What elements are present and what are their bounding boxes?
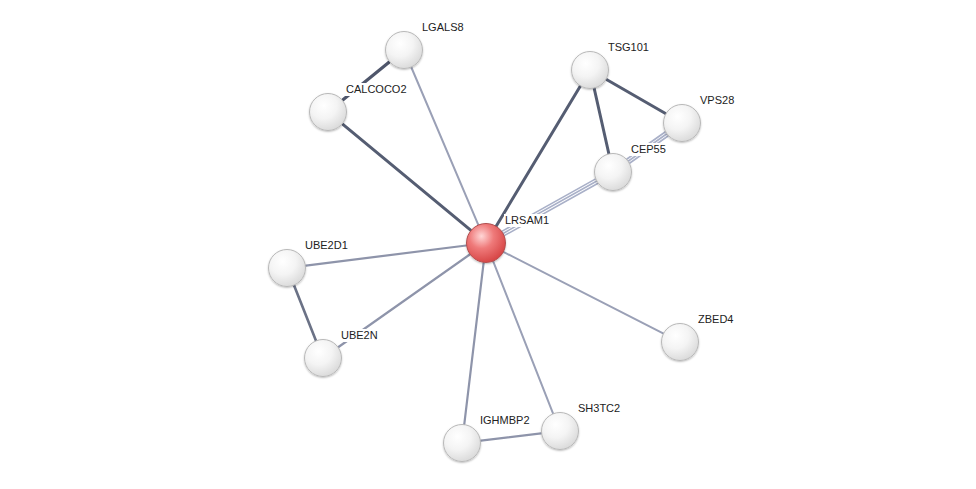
node-circle: [661, 323, 699, 361]
edge-line: [294, 286, 316, 341]
protein-node: SH3TC2: [541, 412, 579, 450]
node-label: UBE2D1: [304, 239, 349, 252]
interaction-edge: [481, 433, 541, 440]
node-circle: [304, 339, 342, 377]
node-circle: [385, 31, 423, 69]
protein-node: UBE2N: [304, 339, 342, 377]
node-label: VPS28: [699, 94, 735, 107]
node-label: CEP55: [630, 143, 667, 156]
protein-node: IGHMBP2: [443, 424, 481, 462]
interaction-edge: [607, 80, 666, 114]
edge-line: [502, 179, 595, 231]
protein-node: CALCOCO2: [309, 93, 347, 131]
interaction-edge: [496, 86, 580, 226]
protein-node: TSG101: [571, 51, 609, 89]
node-label: CALCOCO2: [345, 83, 408, 96]
interaction-edge: [343, 124, 471, 230]
edge-line: [339, 255, 470, 348]
interaction-edge: [504, 252, 663, 333]
edge-line: [343, 124, 471, 230]
node-label: LGALS8: [421, 21, 465, 34]
node-circle: [594, 153, 632, 191]
edge-line: [505, 184, 598, 236]
node-label: UBE2N: [340, 329, 379, 342]
node-circle: [268, 249, 306, 287]
node-label: LRSAM1: [504, 214, 550, 227]
edge-line: [629, 134, 667, 161]
interaction-edge: [493, 262, 553, 414]
protein-node: LRSAM1: [466, 223, 506, 263]
protein-node: UBE2D1: [268, 249, 306, 287]
protein-node: VPS28: [663, 104, 701, 142]
edge-line: [630, 136, 668, 163]
edge-line: [411, 68, 478, 225]
edge-line: [464, 263, 483, 424]
interaction-edge: [627, 132, 668, 163]
edge-line: [481, 433, 541, 440]
interaction-edge: [339, 255, 470, 348]
edge-line: [504, 252, 663, 333]
interaction-edge: [594, 89, 609, 154]
interaction-edge: [411, 68, 478, 225]
node-circle: [541, 412, 579, 450]
edge-line: [607, 80, 666, 114]
edge-line: [496, 86, 580, 226]
interaction-edge: [502, 179, 597, 235]
edge-line: [493, 262, 553, 414]
protein-node: LGALS8: [385, 31, 423, 69]
protein-node: ZBED4: [661, 323, 699, 361]
node-circle: [443, 424, 481, 462]
edge-line: [504, 181, 597, 233]
edge-line: [594, 89, 609, 154]
node-label: SH3TC2: [577, 402, 621, 415]
node-circle: [663, 104, 701, 142]
interaction-edge: [464, 263, 483, 424]
node-circle: [309, 93, 347, 131]
interaction-edge: [294, 286, 316, 341]
node-circle: [466, 223, 506, 263]
node-circle: [571, 51, 609, 89]
node-label: TSG101: [607, 41, 650, 54]
node-label: ZBED4: [697, 313, 734, 326]
node-label: IGHMBP2: [479, 414, 531, 427]
protein-node: CEP55: [594, 153, 632, 191]
